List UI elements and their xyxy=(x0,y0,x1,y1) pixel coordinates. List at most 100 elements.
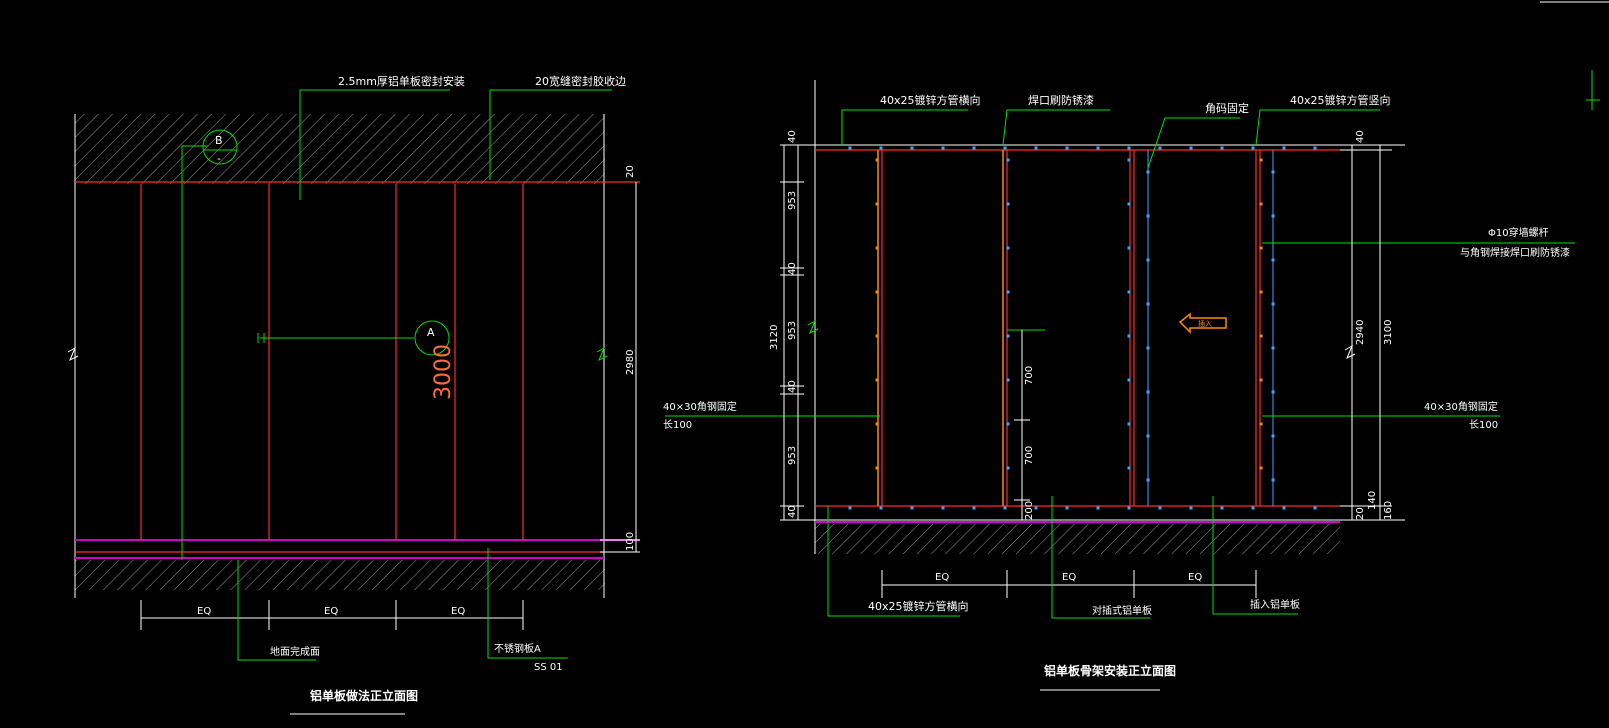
dim-right-main: 2980 xyxy=(625,350,636,375)
label-floor-finish: 地面完成面 xyxy=(270,645,320,658)
label-stainless-plate: 不锈钢板A xyxy=(494,642,541,655)
fastener-dot xyxy=(1146,390,1150,394)
fastener-dot xyxy=(1146,302,1150,306)
fastener-dot xyxy=(1127,146,1131,150)
label-vertical-tube: 40x25镀锌方管竖向 xyxy=(1290,93,1391,107)
fastener-dot xyxy=(1271,346,1275,350)
label-angle-steel-left: 40×30角钢固定 xyxy=(663,400,737,413)
dim-eq-r2: EQ xyxy=(1062,572,1076,583)
dim-left-seg-2: 953 xyxy=(787,191,798,210)
fastener-dot xyxy=(1259,422,1263,426)
fastener-dot xyxy=(879,506,883,510)
label-angle-length-right: 长100 xyxy=(1469,419,1498,431)
fastener-dot xyxy=(1006,202,1010,206)
fastener-dot xyxy=(875,334,879,338)
dim-left-seg-3: 40 xyxy=(787,262,798,275)
fastener-dot xyxy=(1146,258,1150,262)
dim-eq-r3: EQ xyxy=(1188,572,1202,583)
dim-right-top: 20 xyxy=(625,165,636,178)
dim-center-seg-2: 700 xyxy=(1024,446,1035,465)
right-title: 铝单板骨架安装正立面图 xyxy=(1044,663,1176,678)
dim-right-bottom: 100 xyxy=(625,532,636,551)
fastener-dot xyxy=(1146,170,1150,174)
label-plug-panel: 对插式铝单板 xyxy=(1092,604,1152,617)
fastener-dot xyxy=(1271,478,1275,482)
fastener-dot xyxy=(1034,146,1038,150)
fastener-dot xyxy=(1271,390,1275,394)
edge-marks xyxy=(1540,1,1609,110)
fastener-dot xyxy=(1127,466,1131,470)
left-bottom-hatch xyxy=(75,560,605,590)
section-marker-b-sub: - xyxy=(217,152,221,165)
fastener-dot xyxy=(1006,290,1010,294)
fastener-dot xyxy=(1065,146,1069,150)
insert-arrow xyxy=(1178,312,1227,334)
fastener-dot xyxy=(1006,466,1010,470)
fastener-dot xyxy=(1271,170,1275,174)
fastener-dot xyxy=(1006,378,1010,382)
insert-arrow-label: 插入 xyxy=(1198,319,1212,328)
label-corner-bracket: 角码固定 xyxy=(1205,101,1249,115)
fastener-dot xyxy=(1282,146,1286,150)
fastener-dot xyxy=(910,506,914,510)
fastener-dot xyxy=(1271,258,1275,262)
section-marker-a-letter: A xyxy=(427,326,435,339)
fastener-dot xyxy=(848,506,852,510)
label-angle-length-left: 长100 xyxy=(663,419,692,431)
dim-left-seg-1: 40 xyxy=(787,130,798,143)
fastener-dot xyxy=(1146,346,1150,350)
fastener-dot xyxy=(1259,290,1263,294)
fastener-dot xyxy=(875,246,879,250)
fastener-dot xyxy=(1271,214,1275,218)
dim-left-total: 3120 xyxy=(769,325,780,350)
fastener-dot xyxy=(1003,146,1007,150)
fastener-dot xyxy=(1034,506,1038,510)
dim-left-seg-4: 953 xyxy=(787,321,798,340)
fastener-dot xyxy=(1259,202,1263,206)
fastener-dot xyxy=(1220,146,1224,150)
fastener-dot xyxy=(1127,158,1131,162)
fastener-dots xyxy=(848,146,1317,510)
fastener-dot xyxy=(910,146,914,150)
fastener-dot xyxy=(1259,246,1263,250)
fastener-dot xyxy=(1158,146,1162,150)
dim-right-seg-1: 40 xyxy=(1355,130,1366,143)
fastener-dot xyxy=(1003,506,1007,510)
dim-eq-1: EQ xyxy=(197,606,211,617)
fastener-dot xyxy=(941,146,945,150)
dim-left-seg-6: 953 xyxy=(787,446,798,465)
fastener-dot xyxy=(1259,378,1263,382)
fastener-dot xyxy=(1313,146,1317,150)
fastener-dot xyxy=(1271,302,1275,306)
section-marker-b xyxy=(202,129,238,165)
fastener-dot xyxy=(941,506,945,510)
fastener-dot xyxy=(1127,506,1131,510)
fastener-dot xyxy=(1189,146,1193,150)
fastener-dot xyxy=(1251,506,1255,510)
center-dimension: 3000 xyxy=(431,344,456,400)
dim-right-seg-2: 2940 xyxy=(1355,320,1366,345)
fastener-dot xyxy=(1006,158,1010,162)
fastener-dot xyxy=(875,378,879,382)
fastener-dot xyxy=(1251,146,1255,150)
left-title: 铝单板做法正立面图 xyxy=(310,688,418,703)
fastener-dot xyxy=(1006,246,1010,250)
fastener-dot xyxy=(1189,506,1193,510)
dim-center-seg-1: 700 xyxy=(1024,366,1035,385)
left-top-hatch xyxy=(75,114,605,184)
fastener-dot xyxy=(972,146,976,150)
section-marker-b-letter: B xyxy=(215,134,223,147)
dim-eq-2: EQ xyxy=(324,606,338,617)
dim-right-total: 3100 xyxy=(1383,320,1394,345)
dim-eq-3: EQ xyxy=(451,606,465,617)
label-sealant-edge: 20宽缝密封胶收边 xyxy=(535,74,626,88)
dim-right-seg-4: 140 xyxy=(1367,491,1378,510)
label-bolt-weld: 与角钢焊接焊口刷防锈漆 xyxy=(1460,246,1570,259)
fastener-dot xyxy=(1146,478,1150,482)
fastener-dot xyxy=(875,466,879,470)
fastener-dot xyxy=(1127,246,1131,250)
fastener-dot xyxy=(1096,146,1100,150)
fastener-dot xyxy=(875,202,879,206)
fastener-dot xyxy=(972,506,976,510)
